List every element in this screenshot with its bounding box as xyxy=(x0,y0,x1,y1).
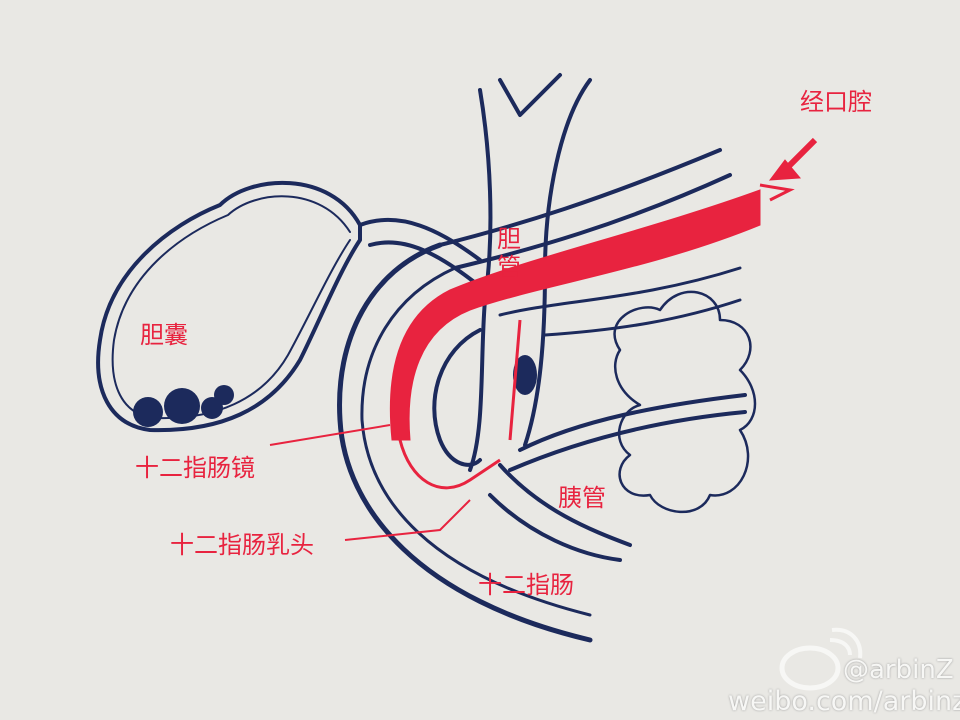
gallbladder xyxy=(96,180,362,433)
duodenoscope xyxy=(269,137,818,541)
label-duodenoscope: 十二指肠镜 xyxy=(135,454,255,482)
label-oral-route: 经口腔 xyxy=(800,88,872,116)
label-papilla: 十二指肠乳头 xyxy=(170,531,314,559)
gallstones xyxy=(133,355,537,427)
gallbladder-inner xyxy=(111,195,351,420)
label-pancreatic-duct: 胰管 xyxy=(558,484,606,512)
duodenum-inner xyxy=(432,328,482,467)
label-gallbladder: 胆囊 xyxy=(140,321,188,349)
watermark-url: weibo.com/arbinz xyxy=(728,686,960,717)
pancreatic-duct xyxy=(508,393,747,472)
label-bile-duct: 胆管 xyxy=(497,225,521,281)
pancreas xyxy=(613,290,757,514)
bile-duct-stone xyxy=(513,355,537,395)
label-duodenum: 十二指肠 xyxy=(478,571,574,599)
watermark-handle: @arbinZ xyxy=(843,655,954,685)
